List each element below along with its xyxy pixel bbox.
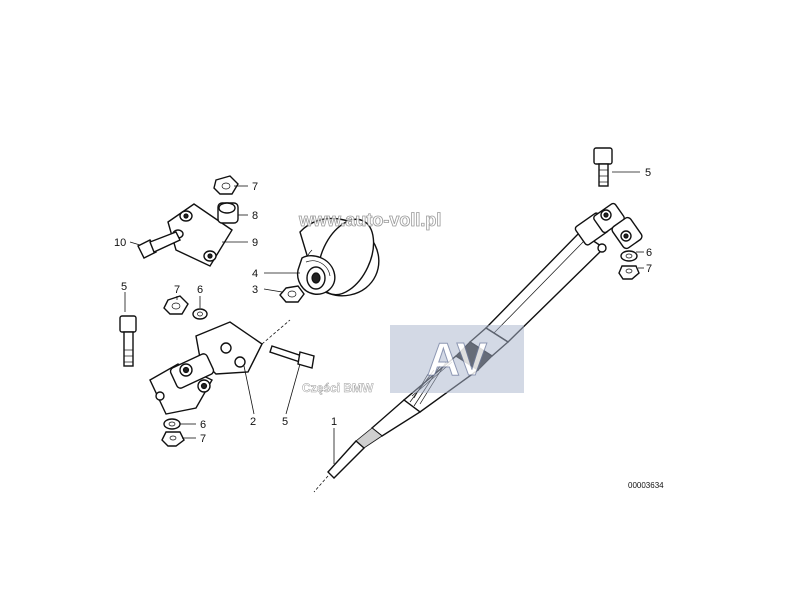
callout-5-middle: 5: [282, 416, 288, 428]
universal-joint-2: [149, 319, 291, 415]
callout-4: 4: [252, 268, 258, 280]
watermark-logo-letters: AV: [427, 333, 488, 385]
callout-6-middle: 6: [197, 284, 203, 296]
bolt-10: [137, 231, 181, 259]
callout-7-bottom: 7: [200, 433, 206, 445]
callout-9: 9: [252, 237, 258, 249]
watermark: www.auto-voll.pl AV Części BMW: [298, 210, 524, 395]
callout-2: 2: [250, 416, 256, 428]
washer-nut-top-right: [618, 250, 640, 280]
callout-5-top: 5: [645, 167, 651, 179]
callout-3: 3: [252, 284, 258, 296]
bolt-top: [593, 147, 613, 187]
leader-lines: [124, 171, 644, 464]
washer-nut-bottom-left: [161, 418, 185, 447]
callout-7-middle: 7: [174, 284, 180, 296]
callout-10: 10: [114, 237, 126, 249]
callout-5-left: 5: [121, 281, 127, 293]
bolt-left: [119, 315, 137, 367]
callout-7-right: 7: [646, 263, 652, 275]
bolt-middle: [269, 345, 315, 369]
nut-7-top: [213, 175, 239, 195]
watermark-logo-box: [390, 325, 524, 393]
callouts: 5 6 7 7 8 9 10 4 3 5 7 6 2 5 6 7 1: [114, 167, 652, 445]
callout-8: 8: [252, 210, 258, 222]
sleeve-8: [217, 202, 239, 224]
rubber-boot: [296, 217, 380, 297]
nut-washer-middle: [163, 295, 208, 320]
watermark-url: www.auto-voll.pl: [298, 210, 441, 230]
callout-6-right: 6: [646, 247, 652, 259]
watermark-logo-caption: Części BMW: [302, 381, 374, 395]
nut-3: [279, 285, 305, 303]
callout-7-top: 7: [252, 181, 258, 193]
callout-6-bottom: 6: [200, 419, 206, 431]
diagram-code: 00003634: [628, 481, 664, 490]
callout-1: 1: [331, 416, 337, 428]
